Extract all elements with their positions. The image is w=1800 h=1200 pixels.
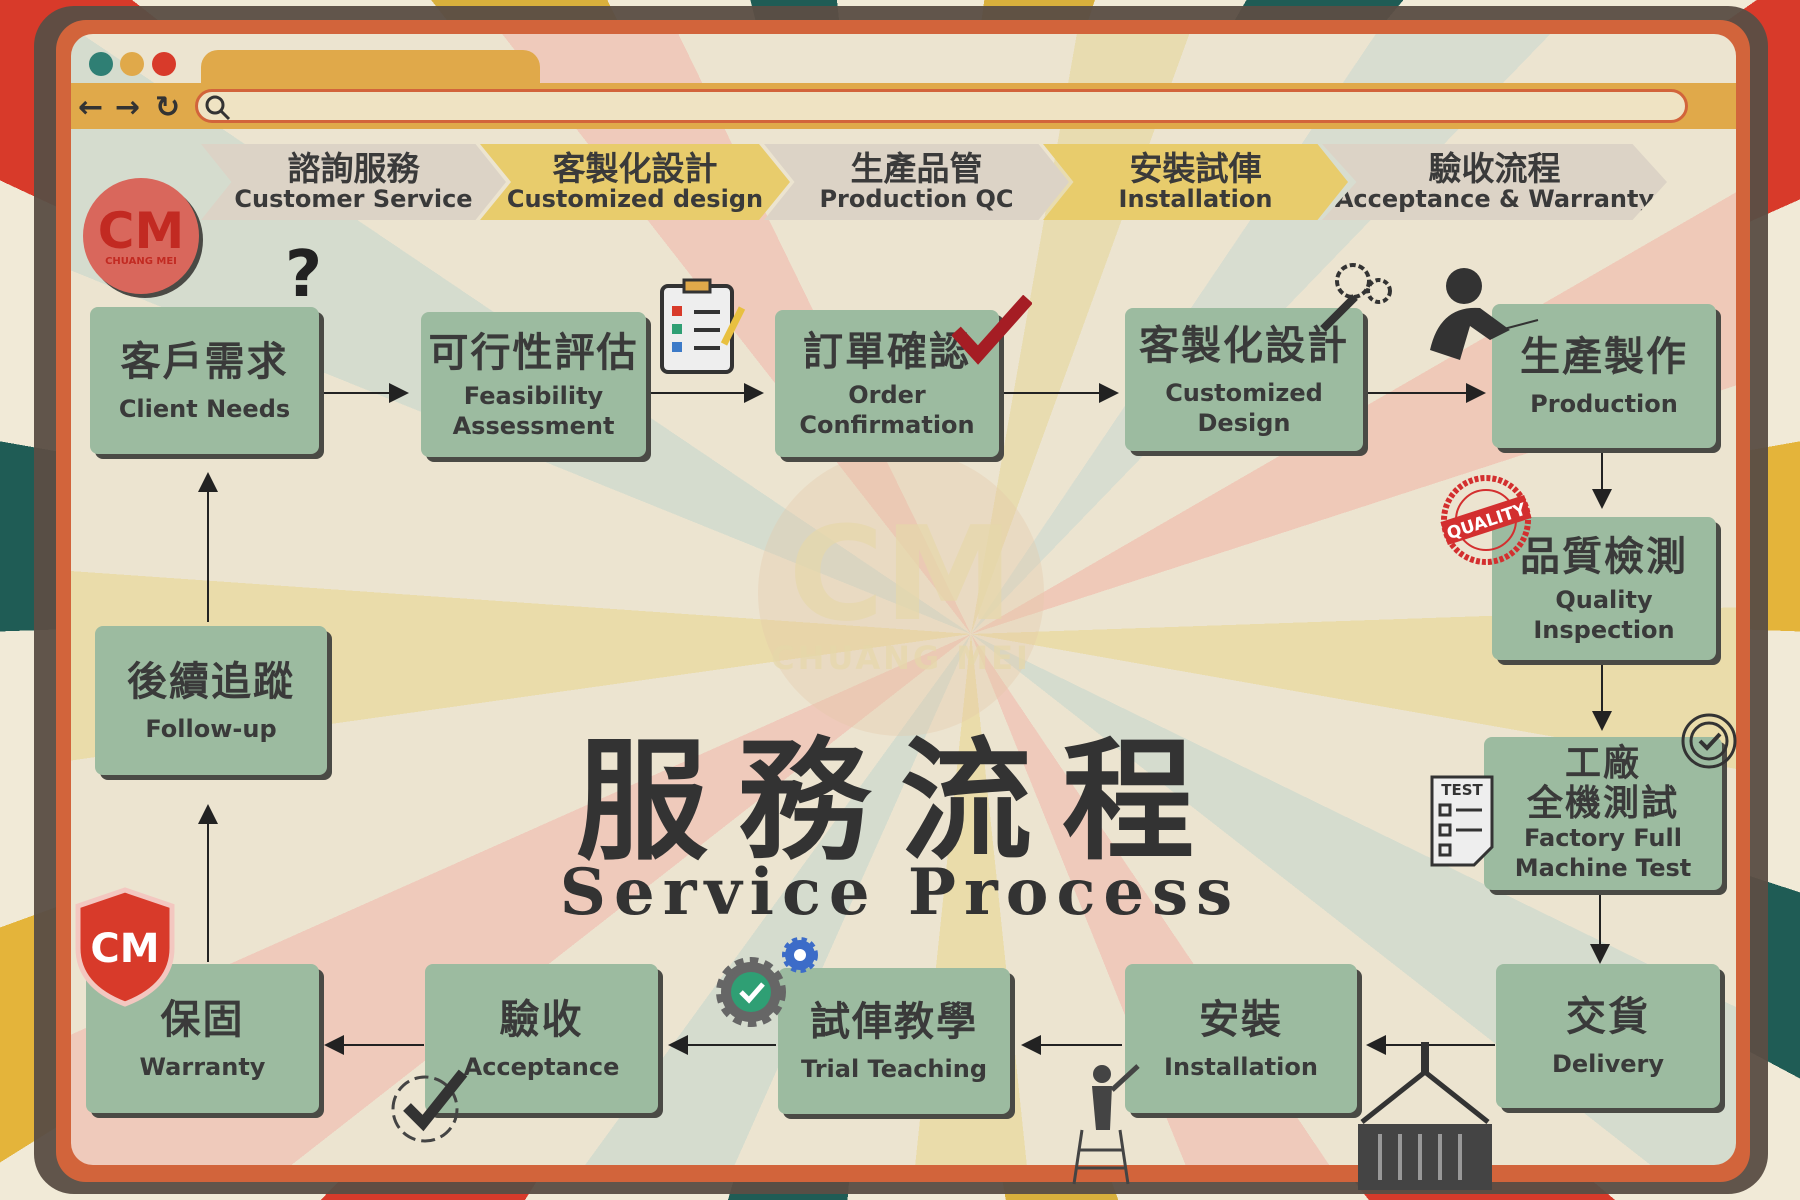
step-zh: 訂單確認 [803,328,971,375]
welder-icon [1430,268,1539,360]
step-en: Production QC [819,184,1014,213]
step-customized-design: 客製化設計 Customized Design [1125,308,1363,451]
step-en: Acceptance & Warranty [1334,184,1655,213]
checkmark-icon [952,295,1032,365]
window-maximize-dot[interactable] [152,52,176,76]
svg-text:QUALITY: QUALITY [1445,500,1530,545]
reload-icon[interactable]: ↻ [155,90,181,125]
step-zh: 安裝 [1199,996,1283,1043]
step-zh: 諮詢服務 [287,149,420,189]
step-en: Acceptance [463,1052,620,1081]
step-zh: 客製化設計 [1139,322,1349,369]
step-zh: 工廠 [1564,742,1641,784]
step-zh: 生產品管 [850,149,983,189]
step-en: Installation [1118,184,1273,213]
test-checklist-icon: TEST [1430,775,1494,867]
step-en: Warranty [139,1052,266,1081]
verified-badge-icon [1681,713,1737,769]
step-zh: 全機測試 [1526,782,1679,824]
step-en: Customized design [506,184,764,213]
step-en: Confirmation [799,410,975,439]
acceptance-check-icon [391,1069,468,1143]
shipping-container-icon [1358,1042,1492,1190]
step-en: Production [1530,390,1678,418]
step-en: Factory Full [1524,824,1682,853]
step-client-needs: 客戶需求 Client Needs [90,307,319,454]
step-en: Delivery [1551,1050,1665,1078]
step-follow-up: 後續追蹤 Follow-up [95,626,327,775]
quality-stamp-icon: QUALITY [1440,475,1532,565]
watermark-logo: CM CHUANG MEI [758,450,1044,736]
step-en: Customer Service [234,184,473,213]
step-zh: 後續追蹤 [127,658,295,705]
step-zh: 生產製作 [1520,334,1688,380]
page-subtitle: Service Process [559,855,1241,930]
step-zh: 驗收 [499,996,584,1043]
search-icon [205,95,231,121]
step-zh: 客製化設計 [552,149,718,189]
step-en: Feasibility [463,381,604,410]
step-zh: 保固 [160,996,245,1043]
step-en: Client Needs [118,394,291,423]
step-installation: 安裝 Installation [1125,964,1357,1113]
warranty-shield-icon: CM [75,887,175,1007]
step-zh: 安裝試俥 [1129,149,1262,189]
address-bar[interactable] [195,89,1688,123]
step-en: Inspection [1533,615,1675,644]
logo-mark: CM [97,201,185,260]
step-en: Trial Teaching [800,1055,988,1083]
company-logo: CM CHUANG MEI [83,178,199,294]
design-gears-icon [1320,263,1392,332]
step-zh: 試俥教學 [810,999,978,1045]
step-zh: 可行性評估 [428,329,639,376]
step-en: Assessment [452,411,615,440]
installer-ladder-icon [1072,1064,1140,1185]
browser-tab[interactable] [201,50,540,84]
step-en: Customized Design [1165,378,1323,437]
step-acceptance: 驗收 Acceptance [425,964,658,1113]
step-production: 生產製作 Production [1492,304,1716,448]
watermark-name: CHUANG MEI [771,639,1031,677]
svg-text:CM: CM [90,926,159,972]
window-close-dot[interactable] [89,52,113,76]
svg-text:TEST: TEST [1441,781,1483,799]
step-zh: 驗收流程 [1428,149,1561,189]
step-delivery: 交貨 Delivery [1496,964,1720,1108]
checklist-icon [660,278,746,374]
question-mark-icon: ? [285,238,323,312]
step-en: Installation [1164,1052,1318,1081]
step-zh: 交貨 [1566,994,1650,1040]
step-en: Quality [1555,585,1653,614]
page-title: 服務流程 [576,725,1224,879]
step-en: Order [848,380,926,409]
step-en: Machine Test [1514,854,1692,883]
step-trial-teaching: 試俥教學 Trial Teaching [778,968,1010,1114]
forward-arrow-icon[interactable]: → [115,90,141,125]
watermark-mark: CM [788,498,1014,650]
logo-name: CHUANG MEI [105,255,177,267]
step-zh: 品質檢測 [1520,533,1688,580]
gear-check-icon [716,937,818,1027]
step-en: Follow-up [145,714,277,743]
window-minimize-dot[interactable] [120,52,144,76]
back-arrow-icon[interactable]: ← [78,90,104,125]
step-zh: 客戶需求 [120,338,289,385]
